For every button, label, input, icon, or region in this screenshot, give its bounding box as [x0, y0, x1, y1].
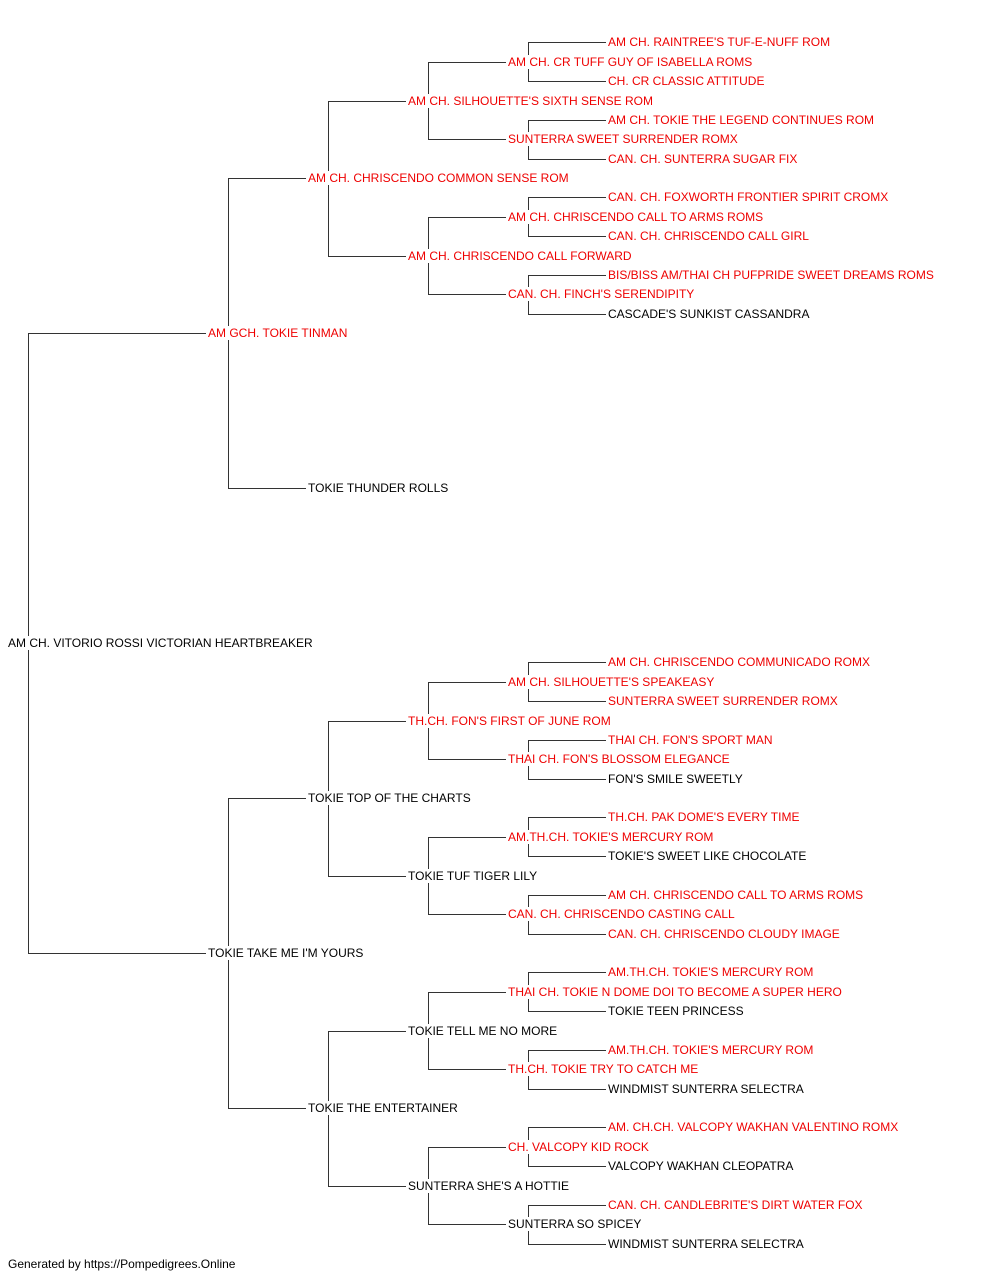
- pedigree-node-gen2: TOKIE THUNDER ROLLS: [308, 481, 451, 495]
- pedigree-node-gen4: AM CH. SILHOUETTE'S SPEAKEASY: [508, 675, 717, 689]
- pedigree-node-gen5: AM. CH.CH. VALCOPY WAKHAN VALENTINO ROMX: [608, 1120, 901, 1134]
- pedigree-node-gen5: CH. CR CLASSIC ATTITUDE: [608, 74, 767, 88]
- pedigree-node-gen5: THAI CH. FON'S SPORT MAN: [608, 733, 775, 747]
- pedigree-node-gen3: SUNTERRA SHE'S A HOTTIE: [408, 1179, 571, 1193]
- pedigree-node-gen5: AM CH. TOKIE THE LEGEND CONTINUES ROM: [608, 113, 877, 127]
- pedigree-node-gen1: AM GCH. TOKIE TINMAN: [208, 326, 350, 340]
- pedigree-node-gen5: WINDMIST SUNTERRA SELECTRA: [608, 1237, 806, 1251]
- pedigree-node-gen1: TOKIE TAKE ME I'M YOURS: [208, 946, 366, 960]
- pedigree-node-gen5: BIS/BISS AM/THAI CH PUFPRIDE SWEET DREAM…: [608, 268, 936, 282]
- pedigree-node-gen4: SUNTERRA SO SPICEY: [508, 1217, 644, 1231]
- pedigree-node-gen5: AM.TH.CH. TOKIE'S MERCURY ROM: [608, 1043, 816, 1057]
- pedigree-node-gen3: TOKIE TUF TIGER LILY: [408, 869, 540, 883]
- pedigree-node-gen5: CAN. CH. CHRISCENDO CLOUDY IMAGE: [608, 927, 842, 941]
- footer-credit: Generated by https://Pompedigrees.Online: [8, 1257, 236, 1271]
- pedigree-node-gen5: AM CH. RAINTREE'S TUF-E-NUFF ROM: [608, 35, 833, 49]
- pedigree-node-gen4: THAI CH. FON'S BLOSSOM ELEGANCE: [508, 752, 732, 766]
- pedigree-node-gen4: TH.CH. TOKIE TRY TO CATCH ME: [508, 1062, 701, 1076]
- pedigree-node-gen2: TOKIE TOP OF THE CHARTS: [308, 791, 473, 805]
- pedigree-node-gen5: VALCOPY WAKHAN CLEOPATRA: [608, 1159, 796, 1173]
- pedigree-node-gen0: AM CH. VITORIO ROSSI VICTORIAN HEARTBREA…: [8, 636, 315, 650]
- pedigree-node-gen3: TH.CH. FON'S FIRST OF JUNE ROM: [408, 714, 613, 728]
- pedigree-node-gen5: CAN. CH. CANDLEBRITE'S DIRT WATER FOX: [608, 1198, 865, 1212]
- pedigree-node-gen5: AM CH. CHRISCENDO CALL TO ARMS ROMS: [608, 888, 866, 902]
- pedigree-node-gen4: AM CH. CHRISCENDO CALL TO ARMS ROMS: [508, 210, 766, 224]
- pedigree-node-gen4: CAN. CH. FINCH'S SERENDIPITY: [508, 287, 697, 301]
- pedigree-node-gen5: TH.CH. PAK DOME'S EVERY TIME: [608, 810, 802, 824]
- pedigree-node-gen3: TOKIE TELL ME NO MORE: [408, 1024, 560, 1038]
- pedigree-node-gen5: CAN. CH. FOXWORTH FRONTIER SPIRIT CROMX: [608, 190, 891, 204]
- pedigree-node-gen3: AM CH. SILHOUETTE'S SIXTH SENSE ROM: [408, 94, 655, 108]
- pedigree-node-gen5: CASCADE'S SUNKIST CASSANDRA: [608, 307, 812, 321]
- pedigree-node-gen4: AM CH. CR TUFF GUY OF ISABELLA ROMS: [508, 55, 755, 69]
- pedigree-node-gen5: CAN. CH. SUNTERRA SUGAR FIX: [608, 152, 800, 166]
- pedigree-node-gen5: WINDMIST SUNTERRA SELECTRA: [608, 1082, 806, 1096]
- pedigree-node-gen5: AM.TH.CH. TOKIE'S MERCURY ROM: [608, 965, 816, 979]
- pedigree-node-gen4: CAN. CH. CHRISCENDO CASTING CALL: [508, 907, 737, 921]
- pedigree-node-gen4: CH. VALCOPY KID ROCK: [508, 1140, 651, 1154]
- pedigree-node-gen5: FON'S SMILE SWEETLY: [608, 772, 745, 786]
- pedigree-node-gen5: SUNTERRA SWEET SURRENDER ROMX: [608, 694, 840, 708]
- pedigree-node-gen5: TOKIE TEEN PRINCESS: [608, 1004, 746, 1018]
- pedigree-node-gen4: SUNTERRA SWEET SURRENDER ROMX: [508, 132, 740, 146]
- pedigree-node-gen3: AM CH. CHRISCENDO CALL FORWARD: [408, 249, 634, 263]
- pedigree-node-gen5: TOKIE'S SWEET LIKE CHOCOLATE: [608, 849, 809, 863]
- pedigree-node-gen2: AM CH. CHRISCENDO COMMON SENSE ROM: [308, 171, 571, 185]
- pedigree-node-gen5: CAN. CH. CHRISCENDO CALL GIRL: [608, 229, 811, 243]
- pedigree-node-gen4: AM.TH.CH. TOKIE'S MERCURY ROM: [508, 830, 716, 844]
- pedigree-node-gen2: TOKIE THE ENTERTAINER: [308, 1101, 460, 1115]
- pedigree-node-gen5: AM CH. CHRISCENDO COMMUNICADO ROMX: [608, 655, 873, 669]
- pedigree-node-gen4: THAI CH. TOKIE N DOME DOI TO BECOME A SU…: [508, 985, 844, 999]
